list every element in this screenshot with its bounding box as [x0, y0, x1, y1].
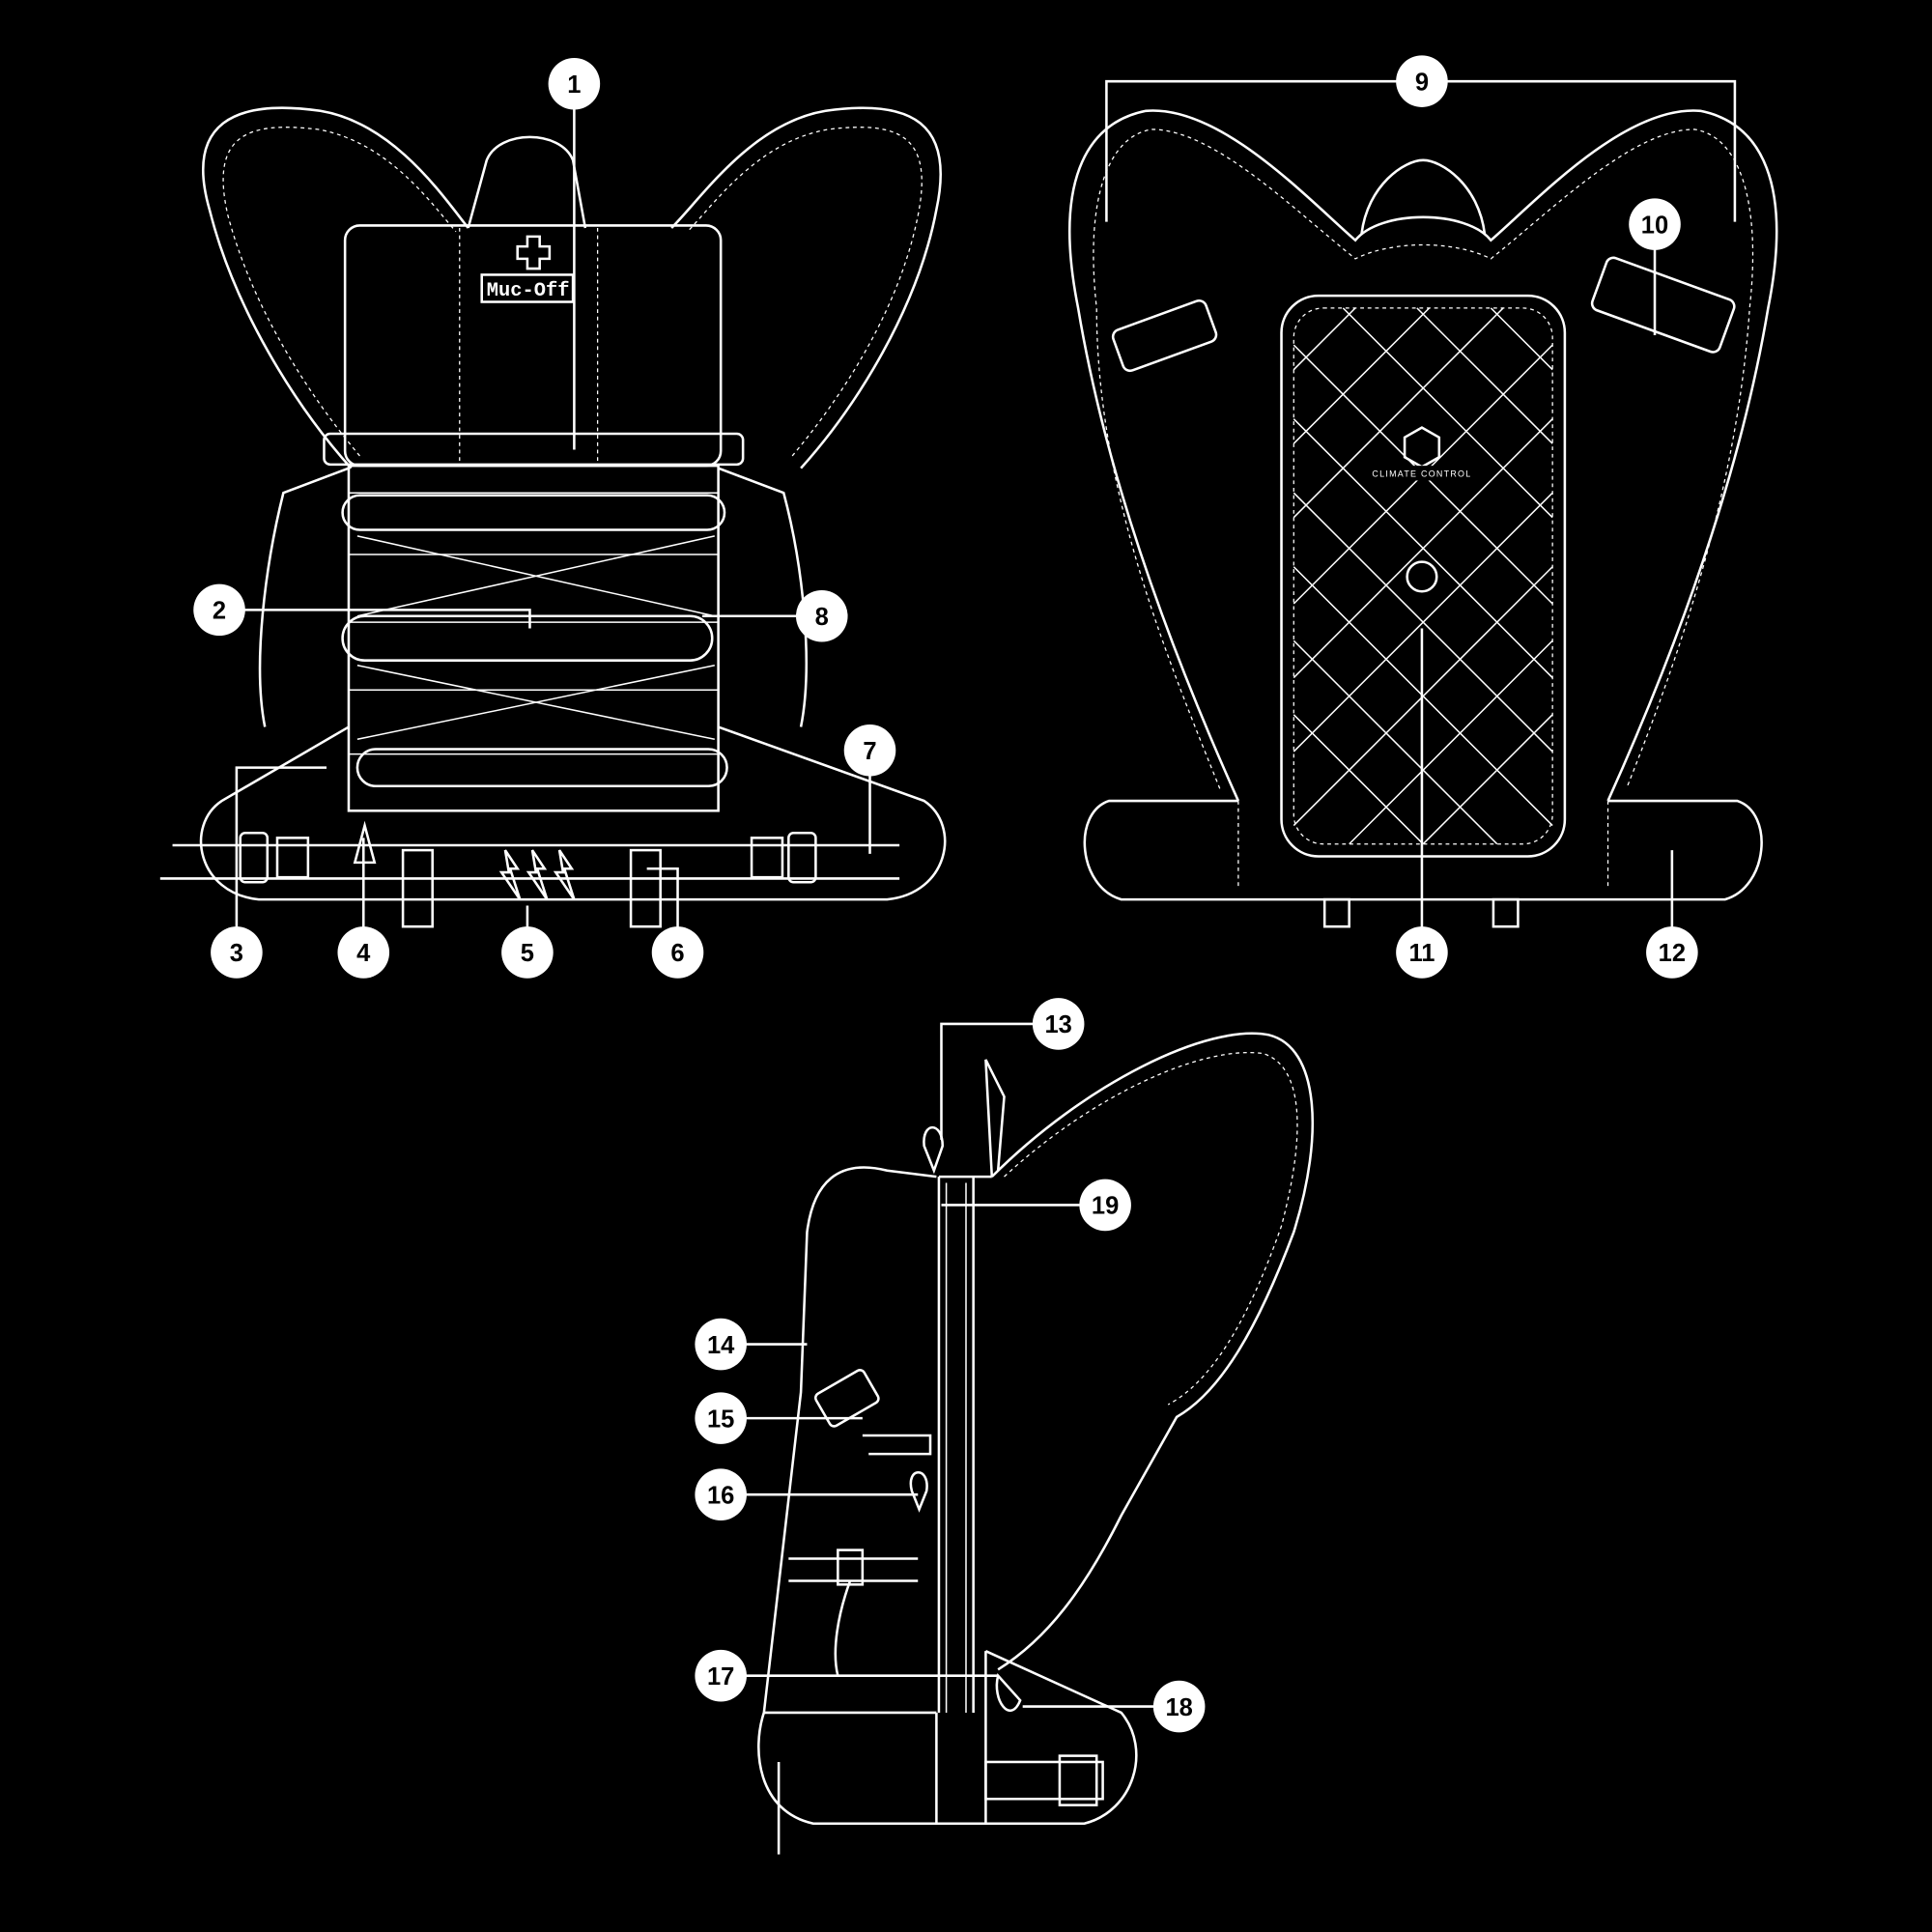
callout-2: 2	[193, 583, 245, 637]
side-body	[762, 1166, 937, 1715]
front-view: Muc-Off	[159, 106, 947, 928]
back-handle	[1360, 158, 1487, 235]
right-shoulder-strap	[670, 106, 942, 469]
svg-text:7: 7	[863, 738, 876, 765]
callout-7: 7	[843, 724, 896, 777]
hip-belt	[199, 725, 947, 901]
svg-text:5: 5	[521, 940, 534, 967]
top-loop	[923, 1126, 945, 1175]
callout-11: 11	[1396, 926, 1448, 979]
svg-text:2: 2	[213, 598, 226, 625]
back-view: CLIMATE CONTROL	[1067, 109, 1778, 928]
callout-15: 15	[695, 1392, 747, 1444]
brand-cross-icon	[516, 235, 552, 270]
callout-10: 10	[1629, 198, 1681, 250]
top-pocket	[343, 224, 723, 468]
back-shoulder-straps	[1067, 109, 1778, 802]
svg-text:16: 16	[707, 1482, 734, 1509]
logo-text: Muc-Off	[487, 280, 570, 302]
svg-text:13: 13	[1044, 1011, 1071, 1038]
svg-text:9: 9	[1415, 69, 1429, 96]
svg-text:8: 8	[815, 604, 829, 631]
callout-16: 16	[695, 1468, 747, 1520]
callout-14: 14	[695, 1318, 747, 1371]
lightning-reflective-icon	[498, 849, 576, 900]
climate-control-label: CLIMATE CONTROL	[1372, 469, 1471, 479]
svg-text:4: 4	[356, 940, 371, 967]
callout-8: 8	[795, 589, 848, 642]
side-shoulder-strap	[990, 1032, 1314, 1671]
svg-text:6: 6	[670, 940, 684, 967]
callout-13: 13	[1032, 998, 1085, 1050]
top-handle	[467, 135, 587, 229]
callout-5: 5	[501, 926, 554, 979]
svg-text:11: 11	[1408, 940, 1435, 967]
side-buckle	[813, 1369, 880, 1428]
callout-9: 9	[1396, 55, 1448, 107]
svg-text:14: 14	[707, 1332, 735, 1359]
molle-panel	[347, 464, 720, 812]
svg-text:15: 15	[707, 1406, 734, 1433]
water-drop-icon	[1406, 560, 1438, 593]
right-buckle-strap	[629, 848, 662, 928]
snowflake-icon	[1403, 426, 1441, 469]
svg-text:17: 17	[707, 1663, 734, 1690]
side-view	[757, 1032, 1314, 1855]
callout-4: 4	[337, 926, 390, 979]
callout-19: 19	[1079, 1179, 1131, 1232]
callout-6: 6	[651, 926, 704, 979]
svg-text:19: 19	[1092, 1193, 1119, 1220]
left-buckle-strap	[401, 848, 434, 928]
svg-text:12: 12	[1659, 940, 1686, 967]
svg-text:1: 1	[567, 71, 581, 99]
left-shoulder-strap	[202, 106, 469, 469]
svg-text:3: 3	[230, 940, 243, 967]
callout-18: 18	[1152, 1680, 1206, 1733]
svg-text:18: 18	[1165, 1694, 1192, 1721]
svg-text:10: 10	[1641, 212, 1668, 239]
callout-1: 1	[548, 57, 601, 110]
sternum-strap-buckle	[1590, 256, 1736, 354]
callout-12: 12	[1646, 926, 1698, 979]
callout-3: 3	[211, 926, 263, 979]
callout-17: 17	[695, 1649, 747, 1702]
